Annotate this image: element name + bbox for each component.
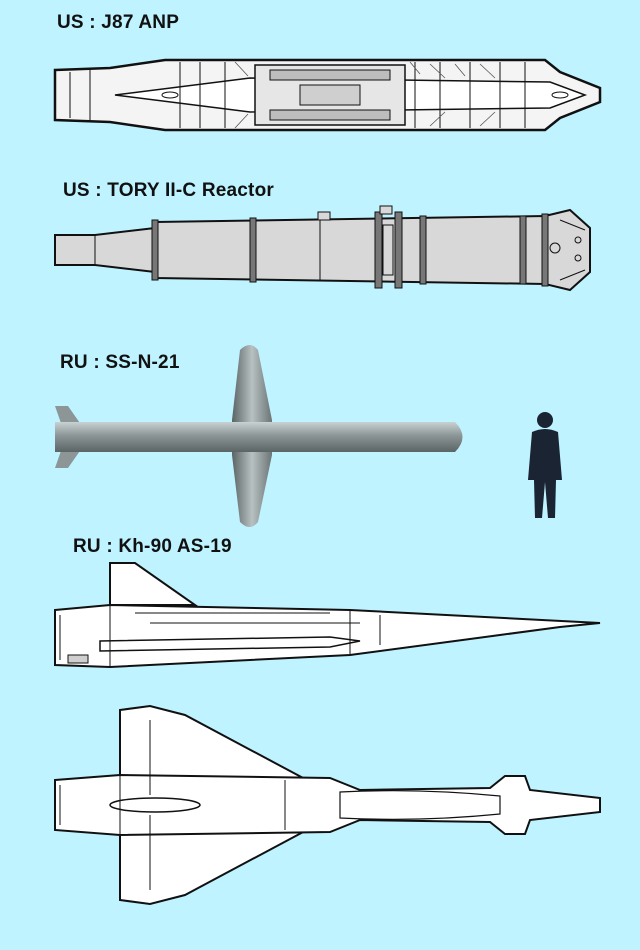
ss-n-21-missile-drawing xyxy=(0,340,640,535)
tory-iic-label: US : TORY II-C Reactor xyxy=(63,180,274,201)
person-icon xyxy=(528,412,562,518)
kh-90-top-view-drawing xyxy=(0,700,640,910)
ss-n-21-label: RU : SS-N-21 xyxy=(60,352,180,373)
j87-anp-engine-drawing xyxy=(0,40,640,150)
kh-90-side-view-drawing xyxy=(0,555,640,685)
tory-iic-reactor-drawing xyxy=(0,200,640,300)
j87-anp-label: US : J87 ANP xyxy=(57,12,180,33)
kh-90-label: RU : Kh-90 AS-19 xyxy=(73,536,232,557)
